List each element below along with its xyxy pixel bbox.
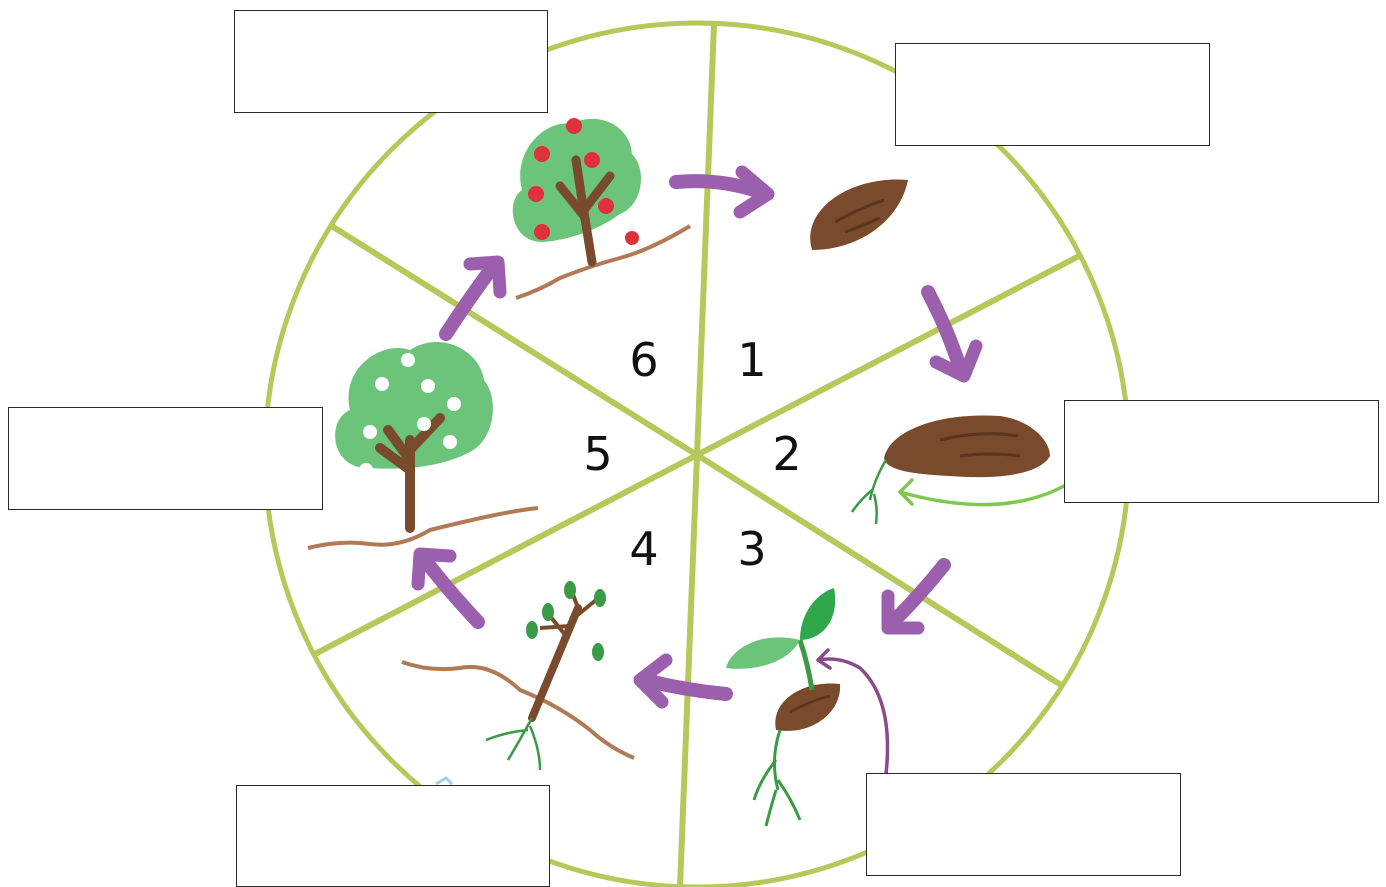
label-box-stage-2[interactable] xyxy=(1064,400,1379,503)
label-box-stage-4[interactable] xyxy=(236,785,550,887)
stage-number-2: 2 xyxy=(772,427,801,481)
cycle-arrow-icon xyxy=(411,547,485,629)
decoration-mark xyxy=(435,776,454,786)
stage-number-3: 3 xyxy=(737,522,766,576)
cycle-arrow-icon xyxy=(921,285,983,383)
stage-number-4: 4 xyxy=(629,522,658,576)
cycle-arrow-icon xyxy=(881,558,951,635)
stage-number-6: 6 xyxy=(629,333,658,387)
cycle-arrow-icon xyxy=(669,165,775,219)
label-box-stage-6[interactable] xyxy=(234,10,548,113)
stage-number-1: 1 xyxy=(737,333,766,387)
seedling-icon xyxy=(726,588,890,827)
germinating-seed-icon xyxy=(850,415,1066,525)
cycle-arrow-icon xyxy=(439,255,507,341)
cycle-arrow-icon xyxy=(633,653,733,709)
label-box-stage-1[interactable] xyxy=(895,43,1210,146)
label-box-stage-3[interactable] xyxy=(866,773,1181,876)
stage-number-5: 5 xyxy=(583,427,612,481)
young-tree-icon xyxy=(401,581,635,771)
flowering-tree-icon xyxy=(307,341,539,550)
apple-tree-icon xyxy=(512,118,692,300)
seed-icon xyxy=(810,179,908,250)
label-box-stage-5[interactable] xyxy=(8,407,323,510)
